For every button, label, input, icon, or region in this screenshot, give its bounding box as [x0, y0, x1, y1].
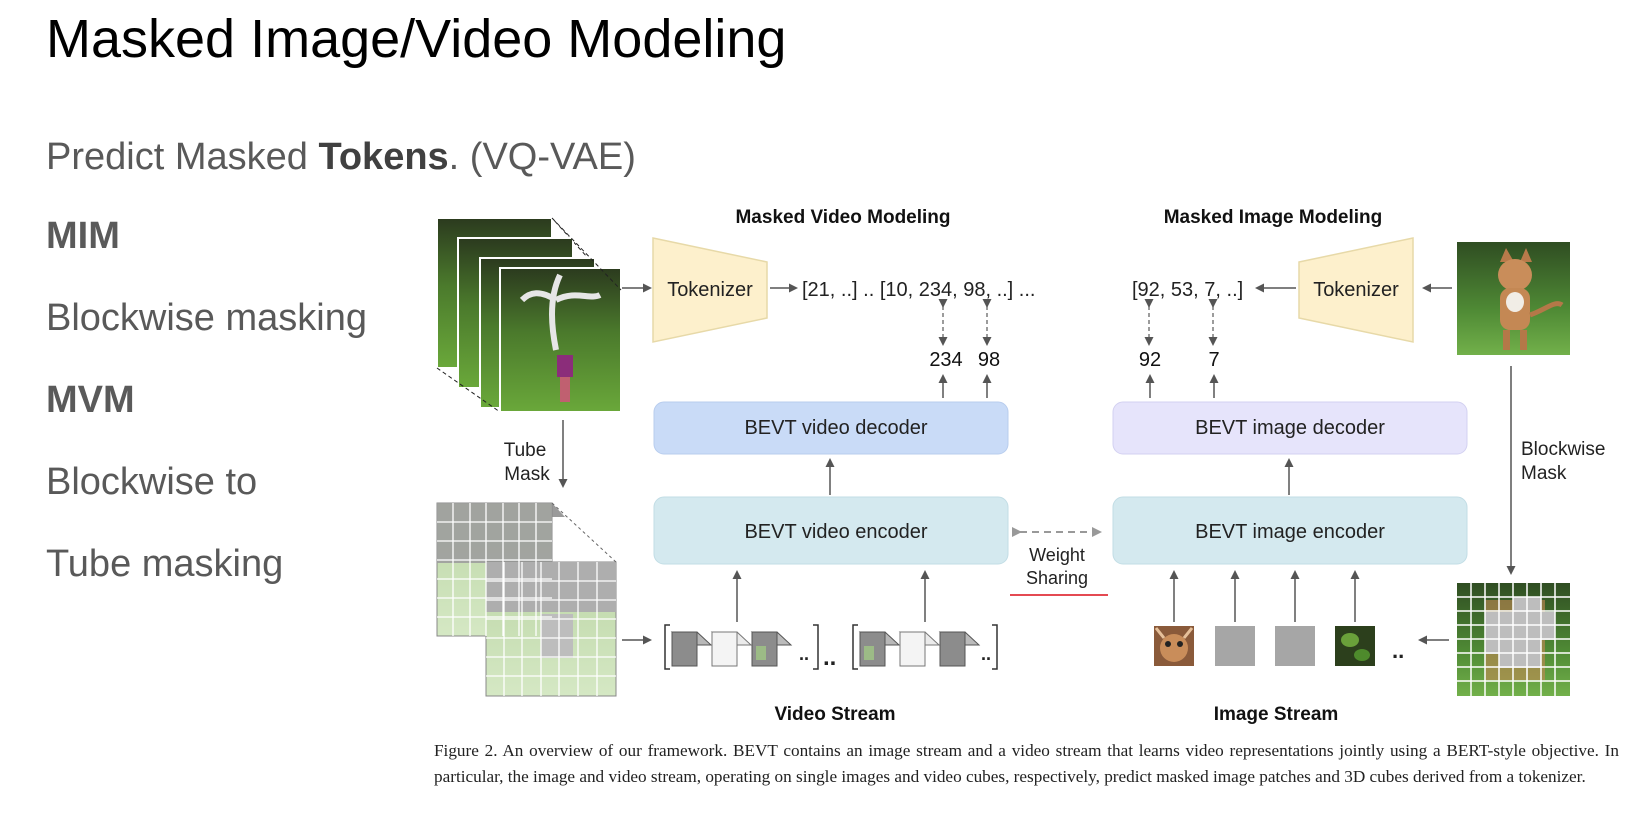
image-decoder-label: BEVT image decoder	[1195, 417, 1385, 439]
figure-caption: Figure 2. An overview of our framework. …	[434, 741, 1619, 786]
subtitle-bold-text: Tokens	[318, 136, 449, 178]
subtitle-suffix: . (VQ-VAE)	[448, 136, 636, 178]
masked-image-modeling-heading: Masked Image Modeling	[1164, 207, 1383, 228]
image-patch-masked-2	[1275, 626, 1315, 666]
image-encoder-label: BEVT image encoder	[1195, 521, 1385, 543]
image-pred-token-2: 7	[1208, 349, 1219, 371]
cube-ellipsis-2: ..	[981, 644, 991, 664]
tube-mask-label-1: Tube	[504, 440, 547, 461]
masked-cat-image	[1457, 583, 1570, 696]
cat-image	[1457, 242, 1570, 355]
video-cube-tokens-1	[664, 624, 793, 670]
video-pred-token-1: 234	[929, 349, 962, 371]
video-decoder-label: BEVT video decoder	[744, 417, 927, 439]
image-token-sequence: [92, 53, 7, ..]	[1132, 279, 1243, 301]
blockwise-mask-label-2: Mask	[1521, 463, 1567, 484]
bevt-video-decoder	[653, 401, 1009, 455]
cube-group-ellipsis: ..	[823, 644, 836, 671]
video-tokenizer	[652, 237, 768, 343]
masked-video-cubes-image	[436, 502, 617, 697]
image-patch-ellipsis: ..	[1392, 638, 1404, 663]
weight-sharing-label-2: Sharing	[1026, 568, 1088, 588]
image-patch-cat-face	[1154, 626, 1194, 666]
video-token-sequence: [21, ..] .. [10, 234, 98, ..] ...	[802, 279, 1035, 301]
subtitle-text: Predict Masked	[46, 136, 319, 178]
image-tokenizer-label: Tokenizer	[1313, 279, 1399, 301]
image-pred-token-1: 92	[1139, 349, 1161, 371]
cube-ellipsis-1: ..	[799, 644, 809, 664]
bevt-image-decoder	[1112, 401, 1468, 455]
video-pred-token-2: 98	[978, 349, 1000, 371]
slide-title: Masked Image/Video Modeling	[46, 9, 787, 69]
video-tokenizer-label: Tokenizer	[667, 279, 753, 301]
video-frames-image	[435, 217, 622, 413]
bullet-blockwise-masking: Blockwise masking	[46, 297, 367, 339]
image-patch-masked-1	[1215, 626, 1255, 666]
image-tokenizer	[1298, 237, 1414, 343]
blockwise-mask-label-1: Blockwise	[1521, 439, 1605, 460]
image-stream-label: Image Stream	[1214, 704, 1339, 725]
bullet-tube-masking: Tube masking	[46, 543, 284, 585]
masked-video-modeling-heading: Masked Video Modeling	[735, 207, 950, 228]
weight-sharing-label-1: Weight	[1029, 545, 1085, 565]
bullet-mim: MIM	[46, 215, 120, 257]
video-encoder-label: BEVT video encoder	[744, 521, 927, 543]
tube-mask-label-2: Mask	[504, 464, 550, 485]
video-stream-label: Video Stream	[774, 704, 895, 725]
image-patch-grass	[1335, 626, 1375, 666]
bevt-image-encoder	[1112, 496, 1468, 565]
slide-subtitle: Predict Masked Tokens. (VQ-VAE)	[46, 136, 636, 179]
video-cube-tokens-2	[852, 624, 981, 670]
bullet-mvm: MVM	[46, 379, 135, 421]
bevt-video-encoder	[653, 496, 1009, 565]
bullet-blockwise-to: Blockwise to	[46, 461, 258, 503]
